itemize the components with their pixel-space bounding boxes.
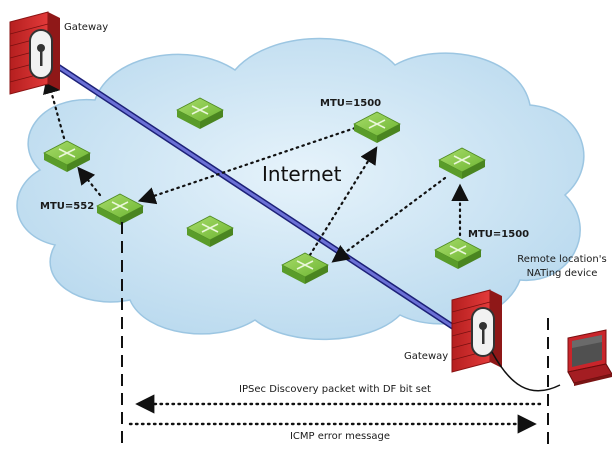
router-icon xyxy=(186,215,234,247)
vertical-guides xyxy=(121,222,549,450)
discovery-packet-label: IPSec Discovery packet with DF bit set xyxy=(239,384,431,395)
router-icon xyxy=(438,147,486,179)
ipsec-tunnel-line xyxy=(45,57,473,341)
path-arrow xyxy=(43,75,66,140)
mtu-top-label: MTU=1500 xyxy=(320,98,382,109)
path-arrows xyxy=(43,75,469,263)
gateway-bottom-label: Gateway xyxy=(404,351,449,362)
firewall-icon xyxy=(9,11,60,95)
laptop-icon xyxy=(567,329,612,386)
path-arrow xyxy=(331,176,447,263)
routers xyxy=(43,97,486,284)
internet-label: Internet xyxy=(262,162,342,186)
icmp-error-label: ICMP error message xyxy=(289,431,391,442)
mtu-right-label: MTU=1500 xyxy=(468,229,530,240)
path-arrow xyxy=(77,166,102,197)
path-arrow xyxy=(308,146,378,257)
gateway-top-label: Gateway xyxy=(64,22,109,33)
remote-location-label-line1: Remote location's xyxy=(517,254,607,265)
router-icon xyxy=(96,193,144,225)
router-icon xyxy=(176,97,224,129)
firewall-icon xyxy=(451,289,502,373)
router-icon xyxy=(43,140,91,172)
remote-location-label-line2: NATing device xyxy=(526,268,598,279)
router-icon xyxy=(281,252,329,284)
network-cable xyxy=(491,351,561,392)
router-icon xyxy=(434,237,482,269)
mtu-left-label: MTU=552 xyxy=(40,201,95,212)
router-icon xyxy=(353,111,401,143)
path-arrow xyxy=(137,126,357,205)
internet-cloud xyxy=(16,37,585,341)
